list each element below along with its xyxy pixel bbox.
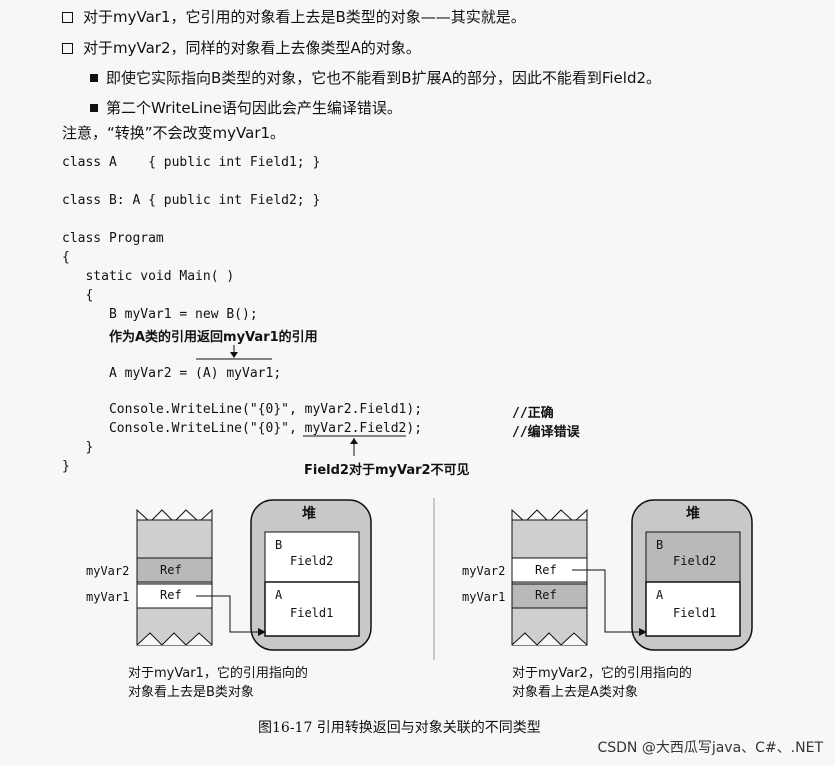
- right-myvar1-label: myVar1: [462, 590, 506, 604]
- code-line-12: }: [62, 459, 70, 474]
- left-caption-line2: 对象看上去是B类对象: [128, 685, 254, 700]
- figure-caption: 图16-17 引用转换返回与对象关联的不同类型: [258, 720, 541, 736]
- right-field2-label: Field2: [673, 554, 717, 568]
- left-myvar2-label: myVar2: [86, 564, 130, 578]
- code-line-8: A myVar2 = (A) myVar1;: [62, 366, 282, 381]
- right-caption-line2: 对象看上去是A类对象: [512, 685, 638, 700]
- subbullet-1: 即使它实际指向B类型的对象，它也不能看到B扩展A的部分，因此不能看到Field2…: [0, 67, 661, 88]
- code-line-7: B myVar1 = new B();: [62, 307, 258, 322]
- right-ref-var1: Ref: [535, 588, 557, 602]
- comment-ok: //正确: [512, 406, 554, 421]
- left-myvar1-label: myVar1: [86, 590, 130, 604]
- subbullet-2: 第二个WriteLine语句因此会产生编译错误。: [0, 97, 402, 118]
- code-line-5: static void Main( ): [62, 269, 235, 284]
- field-annotation: Field2对于myVar2不可见: [304, 463, 470, 478]
- right-heap-label: 堆: [686, 506, 700, 522]
- square-bullet-icon: [90, 74, 98, 82]
- code-line-10: Console.WriteLine("{0}", myVar2.Field2);: [62, 421, 423, 436]
- checkbox-bullet-icon: [62, 43, 73, 54]
- left-class-a-label: A: [275, 588, 283, 602]
- right-class-a-label: A: [656, 588, 664, 602]
- right-ref-var2: Ref: [535, 563, 557, 577]
- code-line-3: class Program: [62, 231, 164, 246]
- right-caption-line1: 对于myVar2，它的引用指向的: [512, 666, 692, 681]
- code-line-11: }: [62, 440, 94, 455]
- code-line-1: class A { public int Field1; }: [62, 155, 321, 170]
- code-line-6: {: [62, 288, 94, 303]
- right-myvar2-label: myVar2: [462, 564, 506, 578]
- right-field1-label: Field1: [673, 606, 717, 620]
- left-field1-label: Field1: [290, 606, 334, 620]
- comment-error: //编译错误: [512, 425, 580, 440]
- right-class-b-label: B: [656, 538, 664, 552]
- code-line-9: Console.WriteLine("{0}", myVar2.Field1);: [62, 402, 423, 417]
- bullet-2: 对于myVar2，同样的对象看上去像类型A的对象。: [0, 37, 421, 58]
- square-bullet-icon: [90, 104, 98, 112]
- csdn-watermark: CSDN @大西瓜写java、C#、.NET: [597, 740, 823, 756]
- left-class-b-label: B: [275, 538, 283, 552]
- bullet-1: 对于myVar1，它引用的对象看上去是B类型的对象——其实就是。: [0, 6, 526, 27]
- left-caption-line1: 对于myVar1，它的引用指向的: [128, 666, 308, 681]
- cast-annotation: 作为A类的引用返回myVar1的引用: [109, 330, 318, 345]
- left-field2-label: Field2: [290, 554, 334, 568]
- code-line-2: class B: A { public int Field2; }: [62, 193, 321, 208]
- left-ref-var1: Ref: [160, 588, 182, 602]
- note-text: 注意，“转换”不会改变myVar1。: [62, 124, 286, 142]
- left-heap-label: 堆: [302, 506, 316, 522]
- code-line-4: {: [62, 250, 70, 265]
- left-ref-var2: Ref: [160, 563, 182, 577]
- checkbox-bullet-icon: [62, 12, 73, 23]
